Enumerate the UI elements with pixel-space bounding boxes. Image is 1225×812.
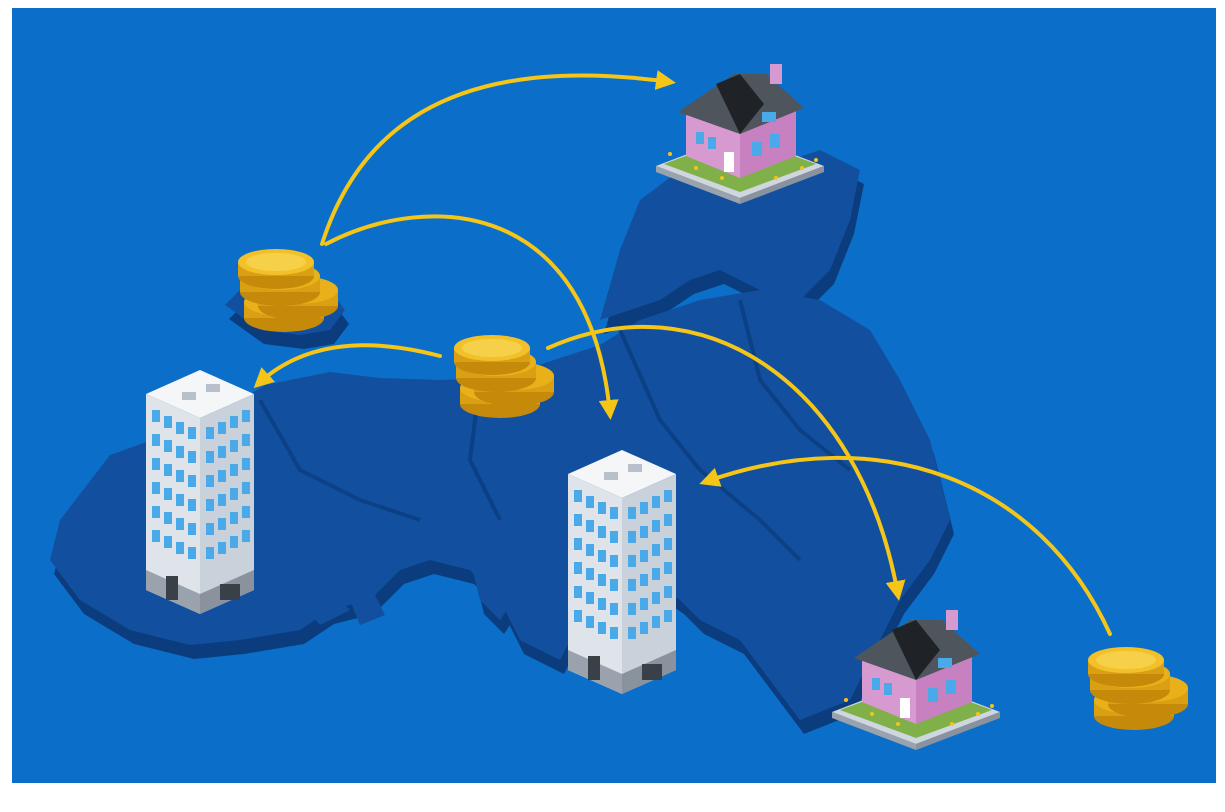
curved-arrow-icon (699, 455, 1112, 636)
curved-arrow-icon (320, 70, 676, 246)
office-building-icon (146, 370, 254, 614)
curved-arrow-icon (546, 324, 906, 601)
money-flow-arrows (253, 70, 1112, 636)
curved-arrow-icon (324, 214, 619, 420)
curved-arrow-icon (253, 343, 442, 389)
office-building-icon (568, 450, 676, 694)
